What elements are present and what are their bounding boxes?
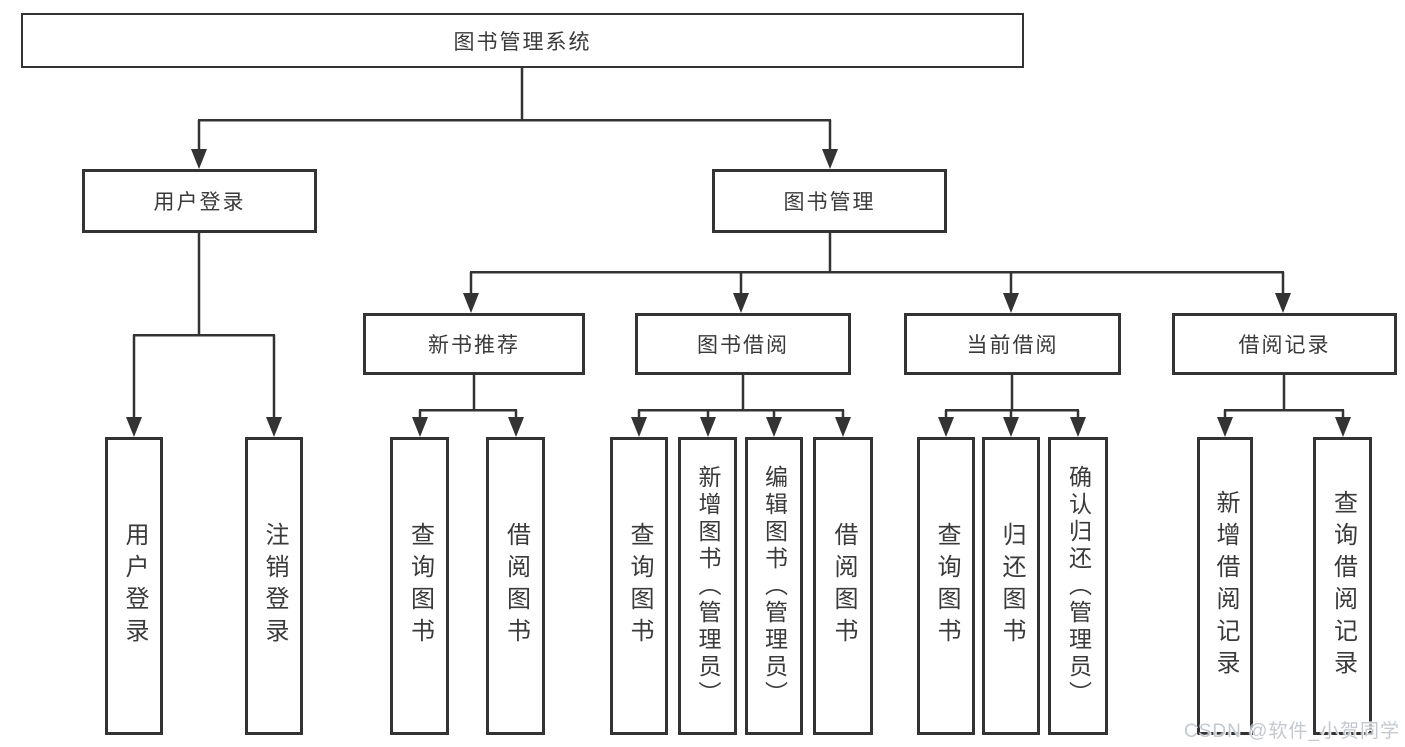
- node-user-login-label: 用户登录: [153, 191, 246, 214]
- leaf-add-borrow-record-label: 新增借阅记录: [1212, 490, 1239, 682]
- leaf-return-books-label: 归还图书: [998, 522, 1025, 650]
- leaf-user-login-label: 用户登录: [121, 522, 148, 650]
- node-book-borrow: 图书借阅: [635, 313, 851, 375]
- leaf-edit-books-admin: 编辑图书（管理员）: [745, 437, 803, 735]
- leaf-query-borrow-record: 查询借阅记录: [1313, 437, 1372, 735]
- leaf-borrow-books: 借阅图书: [813, 437, 873, 735]
- leaf-confirm-return-admin: 确认归还（管理员）: [1048, 437, 1108, 735]
- node-new-book-recommend-label: 新书推荐: [428, 334, 520, 357]
- leaf-query-books-borrow: 查询图书: [610, 437, 668, 735]
- node-book-management-label: 图书管理: [783, 191, 876, 214]
- connector-book-management: [463, 231, 1291, 313]
- leaf-user-login: 用户登录: [105, 437, 163, 735]
- leaf-borrow-books-recommend-label: 借阅图书: [502, 522, 530, 650]
- leaf-return-books: 归还图书: [982, 437, 1040, 735]
- connector-root: [191, 68, 838, 169]
- leaf-query-books-recommend: 查询图书: [390, 437, 449, 735]
- connector-current-borrow: [938, 373, 1086, 437]
- node-book-management: 图书管理: [712, 169, 947, 233]
- node-borrow-records-label: 借阅记录: [1238, 334, 1331, 357]
- leaf-add-borrow-record: 新增借阅记录: [1197, 437, 1253, 735]
- leaf-logout: 注销登录: [245, 437, 303, 735]
- node-book-borrow-label: 图书借阅: [697, 334, 789, 357]
- leaf-add-books-admin: 新增图书（管理员）: [678, 437, 737, 735]
- watermark-text: CSDN @软件_小贺同学: [1184, 721, 1400, 742]
- node-borrow-records: 借阅记录: [1172, 313, 1397, 375]
- connector-book-borrow: [631, 373, 851, 437]
- leaf-add-books-admin-label: 新增图书（管理员）: [695, 464, 721, 708]
- connector-borrow-records: [1217, 373, 1351, 437]
- connector-user-login: [126, 231, 282, 437]
- leaf-query-borrow-record-label: 查询借阅记录: [1329, 490, 1357, 682]
- leaf-query-books-current: 查询图书: [917, 437, 975, 735]
- node-current-borrow: 当前借阅: [904, 313, 1121, 375]
- node-user-login: 用户登录: [82, 169, 317, 233]
- leaf-borrow-books-recommend: 借阅图书: [486, 437, 545, 735]
- leaf-query-books-current-label: 查询图书: [933, 522, 960, 650]
- leaf-edit-books-admin-label: 编辑图书（管理员）: [761, 464, 788, 708]
- leaf-query-books-recommend-label: 查询图书: [406, 522, 434, 650]
- node-new-book-recommend: 新书推荐: [363, 313, 585, 375]
- leaf-borrow-books-label: 借阅图书: [830, 522, 857, 650]
- node-root-label: 图书管理系统: [453, 30, 592, 54]
- leaf-logout-label: 注销登录: [261, 522, 288, 650]
- node-root: 图书管理系统: [21, 13, 1024, 68]
- connector-new-book: [412, 373, 524, 437]
- node-current-borrow-label: 当前借阅: [966, 334, 1059, 357]
- leaf-query-books-borrow-label: 查询图书: [626, 522, 653, 650]
- leaf-confirm-return-admin-label: 确认归还（管理员）: [1065, 464, 1092, 708]
